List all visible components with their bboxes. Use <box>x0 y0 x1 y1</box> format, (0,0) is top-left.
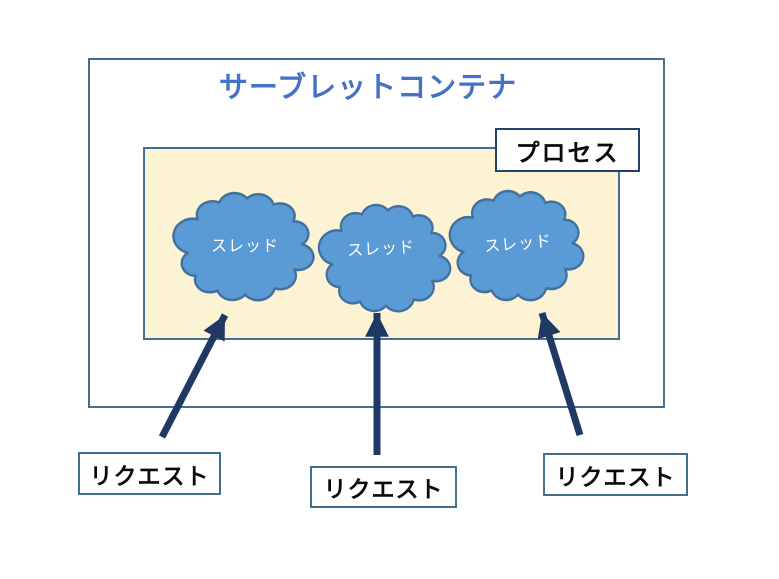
request-label-3: リクエスト <box>555 463 676 490</box>
process-label-box: プロセス <box>495 128 640 172</box>
request-box-2: リクエスト <box>310 466 457 508</box>
request-box-1: リクエスト <box>78 452 221 495</box>
thread-cloud-1: スレッド <box>172 190 315 303</box>
servlet-container-title: サーブレットコンテナ <box>218 72 518 104</box>
thread-cloud-2: スレッド <box>317 202 452 314</box>
request-box-3: リクエスト <box>543 453 688 496</box>
thread-label-1: スレッド <box>210 238 280 256</box>
thread-cloud-3: スレッド <box>448 188 585 303</box>
request-label-1: リクエスト <box>89 462 210 489</box>
process-label: プロセス <box>515 139 620 167</box>
request-label-2: リクエスト <box>323 476 444 502</box>
thread-label-2: スレッド <box>346 239 416 260</box>
